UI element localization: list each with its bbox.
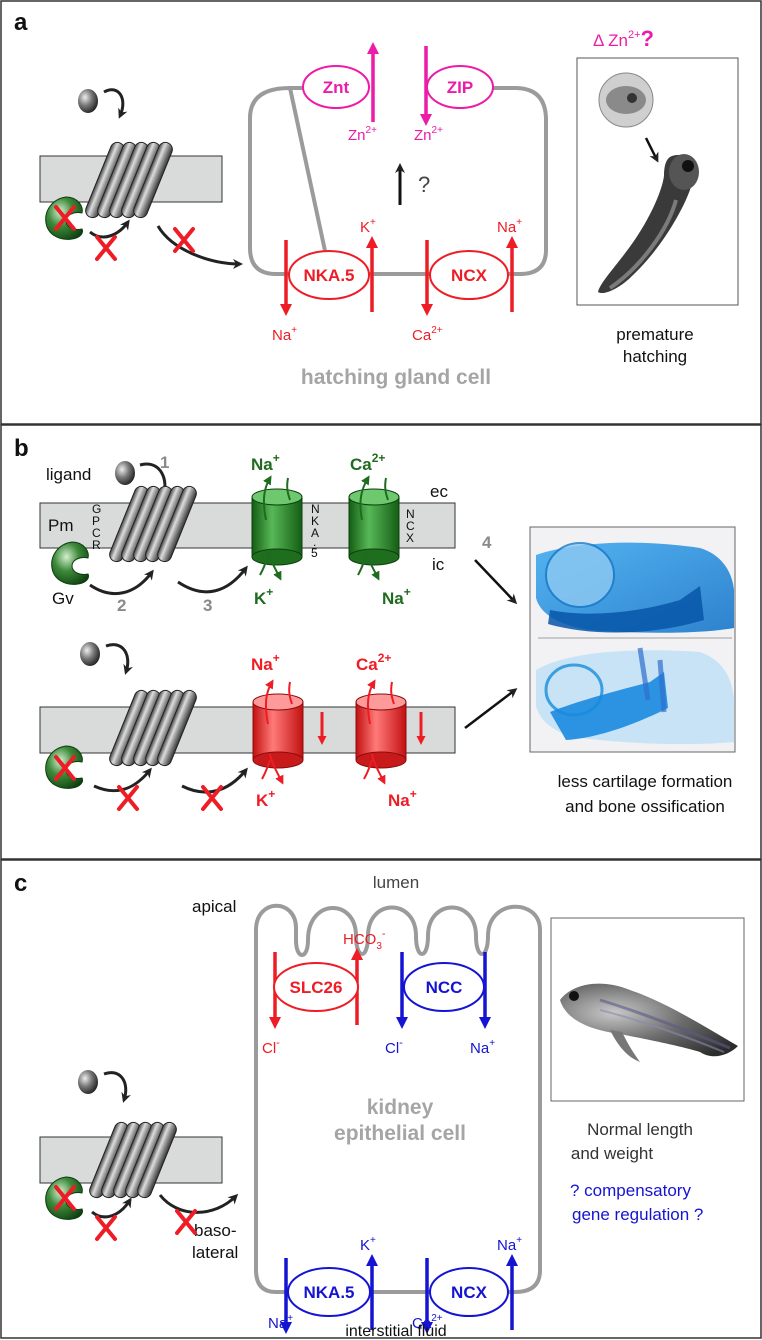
- ligand-icon: [78, 1070, 98, 1094]
- svg-text:1: 1: [160, 453, 169, 472]
- svg-text:Na+: Na+: [497, 217, 522, 236]
- nka5-channel-normal: [251, 488, 303, 566]
- ncc-transporter: [403, 962, 485, 1012]
- development-arrow: [644, 137, 659, 163]
- slc26-transporter: [273, 962, 359, 1012]
- svg-text:NKA.5: NKA.5: [303, 266, 354, 285]
- ligand-icon: [115, 461, 135, 485]
- svg-text:less cartilage formation: less cartilage formation: [558, 772, 733, 791]
- svg-text:NKA.5: NKA.5: [303, 1283, 354, 1302]
- ligand-icon: [80, 642, 100, 666]
- stained-head-normal-icon: [536, 542, 734, 633]
- svg-text:K+: K+: [256, 787, 275, 810]
- svg-text:Na+: Na+: [251, 451, 280, 474]
- svg-text:Na+: Na+: [272, 325, 297, 344]
- ligand-arrow: [103, 88, 128, 119]
- svg-text:interstitial fluid: interstitial fluid: [345, 1323, 446, 1340]
- stained-head-mutant-icon: [536, 647, 734, 745]
- svg-text:K+: K+: [254, 585, 273, 608]
- svg-text:gene regulation ?: gene regulation ?: [572, 1205, 703, 1224]
- svg-text:Na+: Na+: [388, 787, 417, 810]
- svg-text:lateral: lateral: [192, 1243, 238, 1262]
- svg-text:Na+: Na+: [268, 1313, 293, 1332]
- panel-c: c lumen apical SLC26 HCO3- NCC Cl- Cl- N…: [0, 859, 762, 1340]
- svg-text:?: ?: [418, 172, 430, 197]
- svg-text:4: 4: [482, 533, 492, 552]
- svg-text:NCX: NCX: [451, 266, 488, 285]
- panel-c-letter: c: [14, 870, 27, 897]
- panel-a: a Znt ZIP Zn2+ Zn2+ ? NKA.5 NCX: [0, 0, 762, 425]
- svg-text:and weight: and weight: [571, 1144, 654, 1163]
- kidney-epithelial-cell: [254, 903, 542, 1294]
- svg-text:Cl-: Cl-: [385, 1037, 403, 1057]
- svg-text:? compensatory: ? compensatory: [570, 1181, 691, 1200]
- ligand-icon: [78, 89, 98, 113]
- blocked-arrow-1: [89, 219, 130, 239]
- svg-text:K+: K+: [360, 217, 376, 236]
- svg-text:2: 2: [117, 596, 126, 615]
- svg-text:ic: ic: [432, 555, 445, 574]
- svg-text:Na+: Na+: [497, 1235, 522, 1254]
- svg-text:NKA.5: NKA.5: [311, 502, 320, 560]
- panel-a-letter: a: [14, 9, 28, 36]
- svg-text:Ca2+: Ca2+: [412, 325, 443, 344]
- svg-text:K+: K+: [360, 1235, 376, 1254]
- svg-text:baso-: baso-: [194, 1221, 237, 1240]
- znt-transporter: [302, 65, 370, 109]
- nka5-transporter: [287, 1267, 371, 1317]
- svg-text:SLC26: SLC26: [290, 978, 343, 997]
- svg-text:epithelial cell: epithelial cell: [334, 1122, 466, 1145]
- svg-text:NCX: NCX: [451, 1283, 488, 1302]
- larva-icon: [598, 154, 695, 294]
- svg-text:Na+: Na+: [382, 585, 411, 608]
- svg-text:Na+: Na+: [470, 1038, 495, 1057]
- svg-text:hatching: hatching: [623, 347, 687, 366]
- svg-text:Cl-: Cl-: [262, 1037, 280, 1057]
- svg-text:ZIP: ZIP: [447, 78, 473, 97]
- svg-text:Zn2+: Zn2+: [414, 125, 443, 144]
- svg-text:Normal length: Normal length: [587, 1120, 693, 1139]
- ncx-transporter: [429, 1267, 509, 1317]
- svg-text:NCC: NCC: [426, 978, 463, 997]
- svg-text:Ca2+: Ca2+: [356, 651, 391, 674]
- svg-text:kidney: kidney: [367, 1096, 434, 1119]
- svg-text:Zn2+: Zn2+: [348, 125, 377, 144]
- nka5-transporter: [288, 250, 370, 300]
- svg-text:Pm: Pm: [48, 516, 74, 535]
- svg-text:ligand: ligand: [46, 465, 91, 484]
- svg-text:lumen: lumen: [373, 873, 419, 892]
- svg-text:premature: premature: [616, 325, 693, 344]
- blocked-arrow-2: [156, 225, 243, 269]
- svg-text:Znt: Znt: [323, 78, 350, 97]
- cell-label: hatching gland cell: [301, 366, 491, 389]
- panel-b-letter: b: [14, 435, 29, 462]
- svg-text:apical: apical: [192, 897, 236, 916]
- svg-text:ec: ec: [430, 482, 448, 501]
- svg-text:3: 3: [203, 596, 212, 615]
- svg-text:Ca2+: Ca2+: [350, 451, 385, 474]
- ncx-channel-reduced: [355, 693, 407, 769]
- svg-text:NCX: NCX: [406, 507, 415, 545]
- ncx-channel-normal: [348, 488, 400, 566]
- svg-text:Na+: Na+: [251, 651, 280, 674]
- ncx-transporter: [429, 250, 509, 300]
- svg-text:Δ Zn2+?: Δ Zn2+?: [593, 26, 654, 51]
- svg-text:HCO3-: HCO3-: [343, 928, 386, 952]
- svg-text:Ca2+: Ca2+: [412, 1313, 443, 1332]
- nka5-channel-reduced: [252, 693, 304, 769]
- zebrafish-icon: [560, 983, 738, 1062]
- svg-text:and bone ossification: and bone ossification: [565, 797, 725, 816]
- svg-text:Gv: Gv: [52, 589, 74, 608]
